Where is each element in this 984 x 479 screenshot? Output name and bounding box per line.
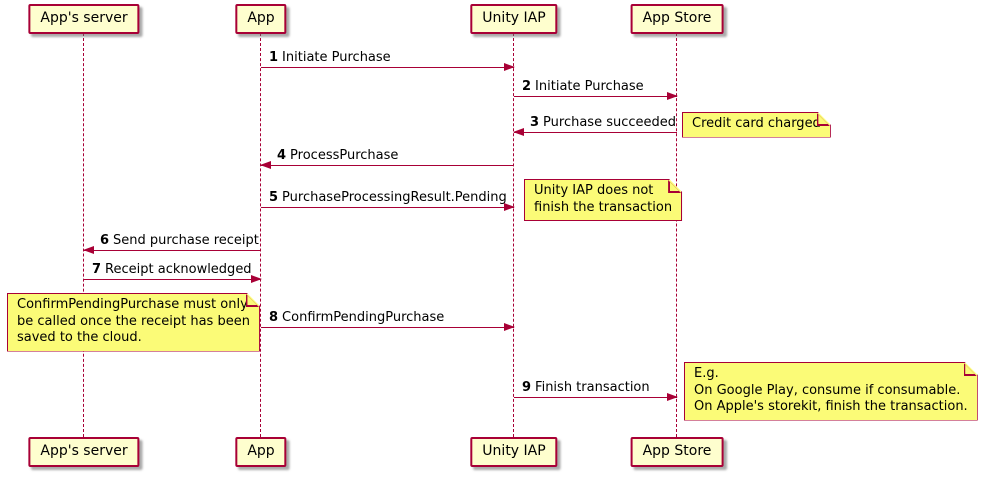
- participant-unity-iap-bottom: Unity IAP: [470, 437, 558, 467]
- participant-app-store-top: App Store: [630, 4, 724, 34]
- arrowhead-icon: [251, 275, 262, 284]
- arrowhead-icon: [667, 393, 678, 402]
- arrowhead-icon: [513, 128, 524, 137]
- note-finish-transaction-examples: E.g. On Google Play, consume if consumab…: [684, 362, 978, 421]
- lifeline-app: [260, 33, 261, 437]
- participant-app-top: App: [235, 4, 287, 34]
- message-2-text: Initiate Purchase: [535, 79, 644, 94]
- message-8-number: 8: [269, 310, 279, 325]
- participant-apps-server-bottom: App's server: [28, 437, 140, 467]
- message-7-number: 7: [92, 262, 102, 277]
- participant-app-bottom: App: [235, 437, 287, 467]
- message-8-text: ConfirmPendingPurchase: [282, 310, 445, 325]
- arrowhead-icon: [504, 63, 515, 72]
- message-1-text: Initiate Purchase: [282, 50, 391, 65]
- lifeline-apps-server: [83, 33, 84, 437]
- arrowhead-icon: [260, 161, 271, 170]
- message-2-number: 2: [522, 79, 532, 94]
- message-6-text: Send purchase receipt: [113, 233, 259, 248]
- message-6-number: 6: [100, 233, 110, 248]
- note-credit-card-charged: Credit card charged: [682, 112, 831, 138]
- participant-apps-server-top: App's server: [28, 4, 140, 34]
- message-3-number: 3: [530, 115, 540, 130]
- arrowhead-icon: [504, 203, 515, 212]
- participant-app-store-bottom: App Store: [630, 437, 724, 467]
- message-9-number: 9: [522, 380, 532, 395]
- participant-unity-iap-top: Unity IAP: [470, 4, 558, 34]
- arrowhead-icon: [667, 92, 678, 101]
- message-7-text: Receipt acknowledged: [105, 262, 252, 277]
- arrowhead-icon: [504, 323, 515, 332]
- message-4-text: ProcessPurchase: [290, 148, 399, 163]
- lifeline-unity-iap: [513, 33, 514, 437]
- note-unity-iap-not-finish: Unity IAP does not finish the transactio…: [524, 179, 682, 221]
- message-3-text: Purchase succeeded: [543, 115, 677, 130]
- lifeline-app-store: [676, 33, 677, 437]
- message-9-text: Finish transaction: [535, 380, 650, 395]
- message-5-text: PurchaseProcessingResult.Pending: [282, 190, 507, 205]
- note-confirm-pending-purchase: ConfirmPendingPurchase must only be call…: [7, 293, 260, 352]
- arrowhead-icon: [83, 246, 94, 255]
- message-1-number: 1: [269, 50, 279, 65]
- message-5-number: 5: [269, 190, 279, 205]
- message-4-number: 4: [277, 148, 287, 163]
